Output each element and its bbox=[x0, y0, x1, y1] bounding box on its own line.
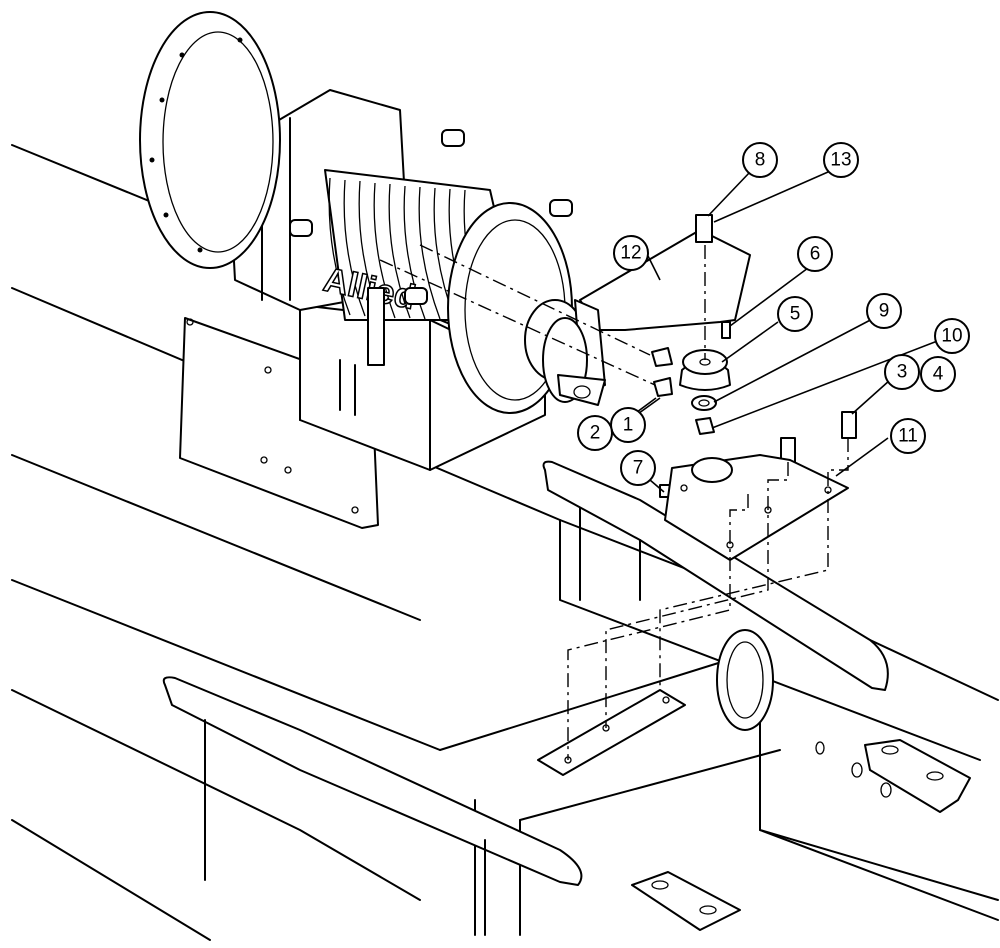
callout-12: 12 bbox=[613, 235, 649, 271]
isolator-hardware bbox=[651, 214, 857, 498]
svg-text:8: 8 bbox=[755, 150, 766, 171]
mounting-plate-part-11 bbox=[664, 454, 849, 561]
winch-assembly: Allied bbox=[139, 11, 586, 471]
svg-text:5: 5 bbox=[790, 304, 801, 325]
callout-8: 8 bbox=[742, 142, 778, 178]
explode-lines bbox=[379, 244, 849, 760]
svg-text:6: 6 bbox=[810, 244, 821, 265]
svg-text:2: 2 bbox=[590, 423, 601, 444]
svg-text:11: 11 bbox=[898, 426, 918, 447]
callout-13: 13 bbox=[823, 142, 859, 178]
svg-text:7: 7 bbox=[633, 458, 644, 479]
callout-9: 9 bbox=[866, 293, 902, 329]
upper-cross-member bbox=[542, 460, 889, 731]
svg-text:10: 10 bbox=[941, 326, 962, 347]
svg-text:1: 1 bbox=[623, 415, 634, 436]
bracket-part-12 bbox=[542, 229, 751, 406]
callout-6: 6 bbox=[797, 236, 833, 272]
callout-4: 4 bbox=[920, 356, 956, 392]
mounting-plates bbox=[537, 689, 971, 931]
svg-text:13: 13 bbox=[830, 150, 851, 171]
callout-11: 11 bbox=[890, 418, 926, 454]
callout-2: 2 bbox=[577, 415, 613, 451]
svg-text:3: 3 bbox=[897, 362, 908, 383]
svg-text:4: 4 bbox=[933, 364, 944, 385]
callout-7: 7 bbox=[620, 450, 656, 486]
callout-10: 10 bbox=[934, 318, 970, 354]
callout-1: 1 bbox=[610, 407, 646, 443]
leader-lines bbox=[609, 171, 941, 493]
callout-5: 5 bbox=[777, 296, 813, 332]
callout-3: 3 bbox=[884, 354, 920, 390]
svg-text:12: 12 bbox=[620, 243, 641, 264]
lower-cross-member bbox=[162, 676, 583, 936]
svg-text:9: 9 bbox=[879, 301, 890, 322]
